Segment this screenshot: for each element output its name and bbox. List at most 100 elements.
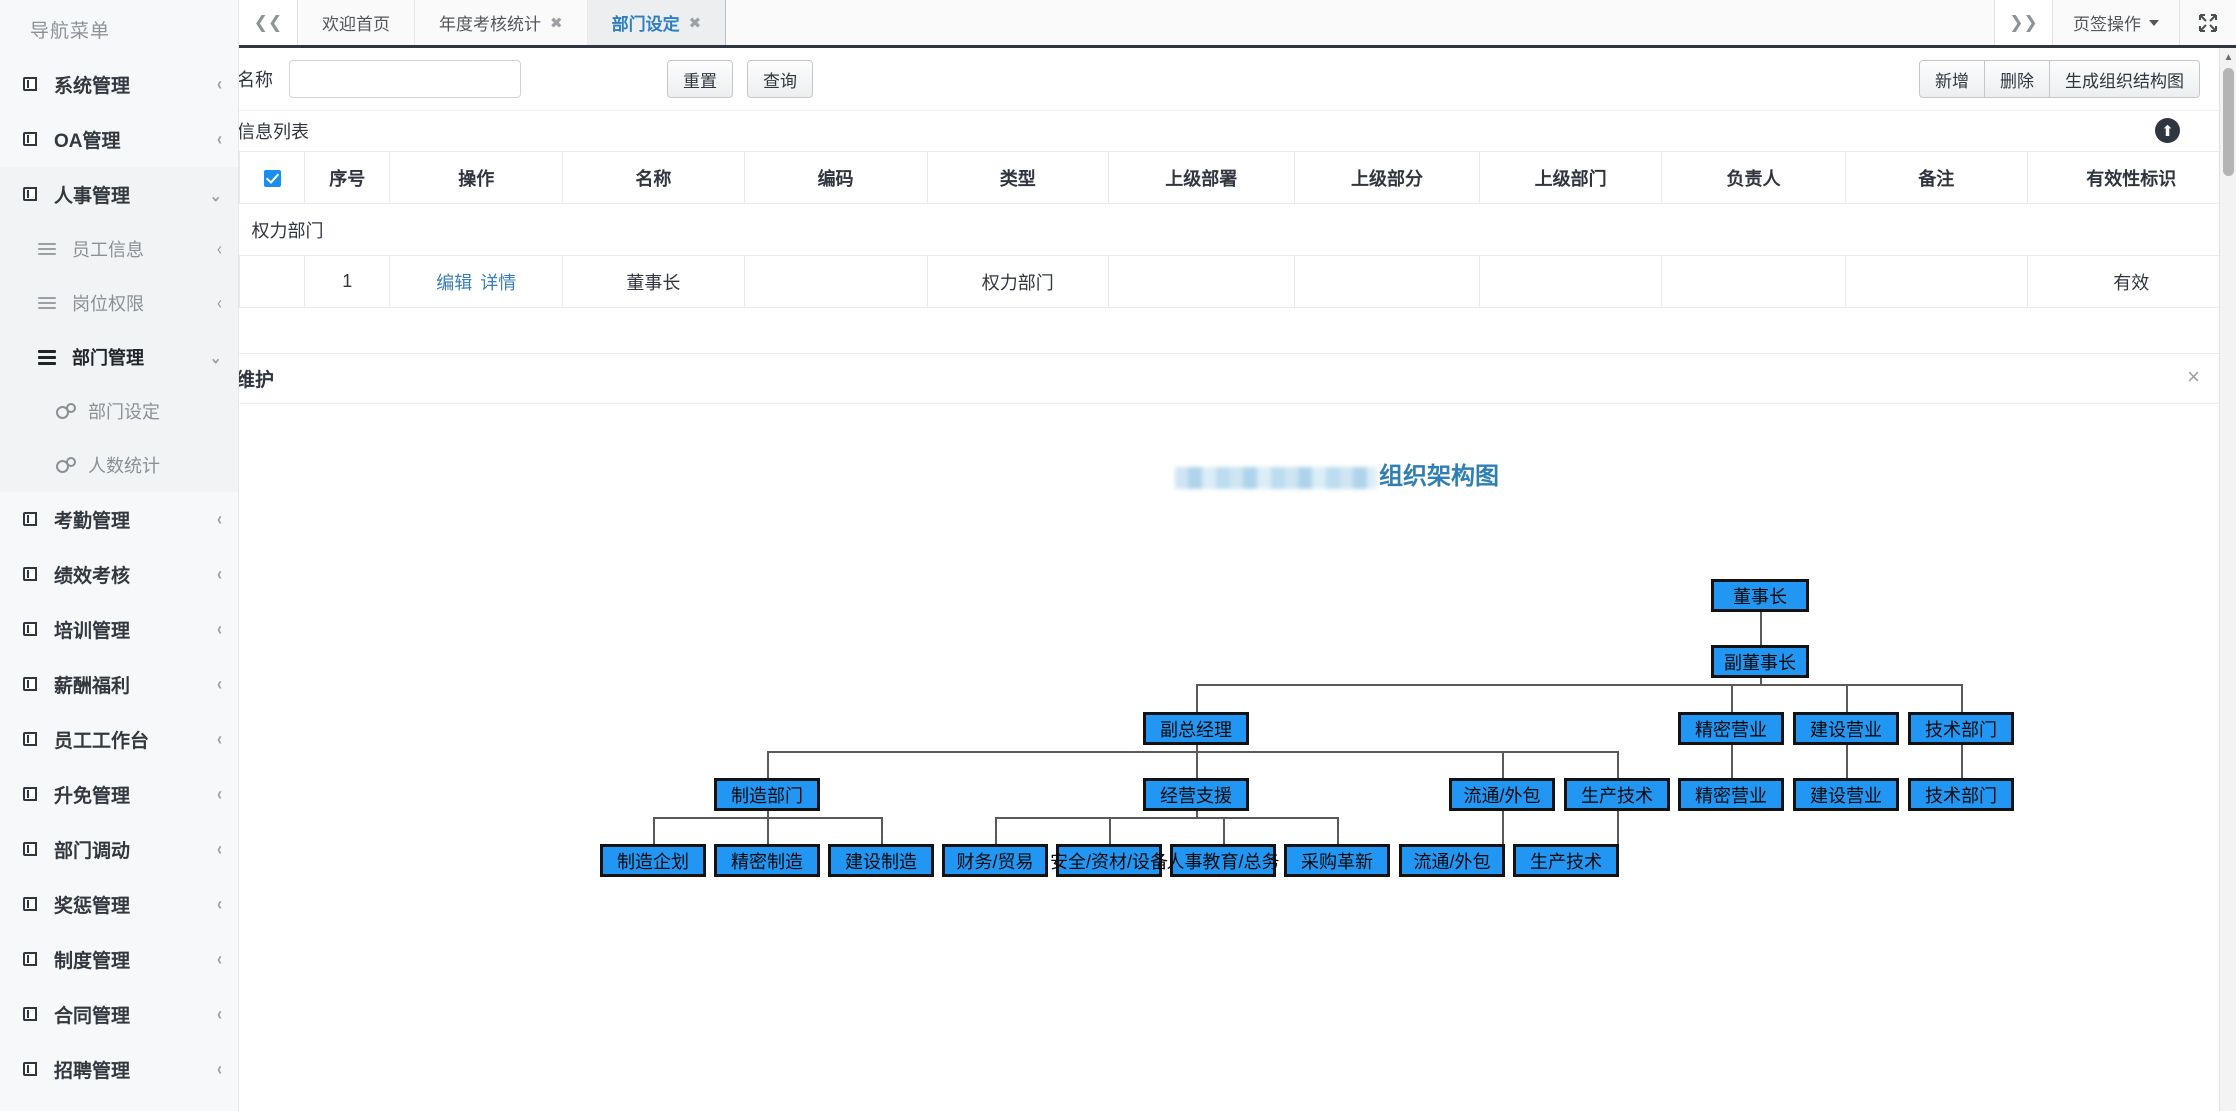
- reset-button[interactable]: 重置: [667, 60, 733, 98]
- connector-line: [653, 817, 655, 844]
- tab-annual-assessment-stats[interactable]: 年度考核统计 ✖: [415, 0, 588, 45]
- generate-org-chart-button[interactable]: 生成组织结构图: [2050, 60, 2200, 98]
- scrollbar-thumb[interactable]: [2223, 68, 2234, 176]
- sidebar-item-employee-workbench[interactable]: 员工工作台 ‹: [0, 712, 238, 767]
- org-node[interactable]: 生产技术: [1564, 778, 1670, 811]
- sidebar-item-hr-management[interactable]: 人事管理 ⌄: [0, 167, 238, 222]
- tab-operations-dropdown[interactable]: 页签操作: [2053, 0, 2180, 45]
- sidebar-item-system-management[interactable]: 系统管理 ‹: [0, 57, 238, 112]
- sidebar-item-reward-punishment[interactable]: 奖惩管理 ‹: [0, 877, 238, 932]
- scroll-up-button[interactable]: ▲: [2223, 51, 2234, 63]
- book-icon: [22, 896, 40, 913]
- row-checkbox-cell[interactable]: [239, 255, 306, 308]
- fullscreen-icon[interactable]: [2180, 0, 2236, 45]
- org-node[interactable]: 副总经理: [1143, 712, 1249, 745]
- chevron-down-icon: ⌄: [209, 184, 222, 206]
- org-node[interactable]: 建设营业: [1793, 778, 1899, 811]
- connector-line: [1760, 612, 1762, 645]
- sidebar-item-training-management[interactable]: 培训管理 ‹: [0, 602, 238, 657]
- org-node[interactable]: 采购革新: [1284, 844, 1390, 877]
- connector-line: [767, 817, 769, 844]
- org-node[interactable]: 制造部门: [714, 778, 820, 811]
- chevron-left-icon: ‹: [217, 728, 222, 751]
- tab-scroll-left-button[interactable]: ❮❮: [239, 0, 298, 45]
- cell-actions[interactable]: 编辑详情: [389, 255, 564, 308]
- column-header-name: 名称: [562, 151, 745, 204]
- org-node[interactable]: 建设营业: [1793, 712, 1899, 745]
- sidebar-item-performance-assessment[interactable]: 绩效考核 ‹: [0, 547, 238, 602]
- connector-line: [1223, 817, 1225, 844]
- org-node[interactable]: 安全/资材/设备: [1050, 844, 1168, 877]
- org-node[interactable]: 精密营业: [1678, 712, 1784, 745]
- sidebar-item-post-permission[interactable]: 岗位权限 ‹: [0, 276, 238, 330]
- org-node[interactable]: 生产技术: [1513, 844, 1619, 877]
- sidebar-item-attendance-management[interactable]: 考勤管理 ‹: [0, 492, 238, 547]
- select-all-header[interactable]: [239, 151, 306, 204]
- org-node[interactable]: 流通/外包: [1399, 844, 1505, 877]
- org-node[interactable]: 精密制造: [714, 844, 820, 877]
- column-header-valid-flag: 有效性标识: [2026, 151, 2236, 204]
- action-button-group: 新增 删除 生成组织结构图: [1919, 60, 2200, 98]
- org-node[interactable]: 技术部门: [1908, 712, 2014, 745]
- tab-scroll-right-button[interactable]: ❯❯: [1994, 0, 2053, 45]
- connector-line: [1196, 811, 1198, 817]
- query-button[interactable]: 查询: [747, 60, 813, 98]
- sidebar-item-recruitment-management[interactable]: 招聘管理 ‹: [0, 1042, 238, 1097]
- column-header-parent-part: 上级部分: [1293, 151, 1481, 204]
- org-node[interactable]: 技术部门: [1908, 778, 2014, 811]
- close-icon[interactable]: ✖: [550, 14, 563, 32]
- sidebar-item-oa-management[interactable]: OA管理 ‹: [0, 112, 238, 167]
- sidebar-item-department-management[interactable]: 部门管理 ⌄: [0, 330, 238, 384]
- org-node[interactable]: 董事长: [1711, 579, 1809, 612]
- book-icon: [22, 566, 40, 583]
- detail-link[interactable]: 详情: [480, 272, 517, 293]
- sidebar-title: 导航菜单: [30, 21, 111, 42]
- sidebar-item-promotion-management[interactable]: 升免管理 ‹: [0, 767, 238, 822]
- book-icon: [22, 511, 40, 528]
- org-node-label: 制造企划: [617, 851, 689, 872]
- modal-body: 组织架构图 董事长副董事长副总经理精密营业建设营业技术部门制造部门经营支援流通/…: [239, 404, 2236, 1111]
- org-node-label: 建设营业: [1810, 719, 1882, 740]
- tab-department-setup[interactable]: 部门设定 ✖: [587, 0, 727, 45]
- sidebar-item-department-setup[interactable]: 部门设定: [0, 384, 238, 438]
- connector-line: [1961, 745, 1963, 778]
- sidebar-item-compensation-benefits[interactable]: 薪酬福利 ‹: [0, 657, 238, 712]
- org-node[interactable]: 建设制造: [828, 844, 934, 877]
- sidebar-item-department-transfer[interactable]: 部门调动 ‹: [0, 822, 238, 877]
- close-icon[interactable]: ✖: [688, 14, 702, 32]
- org-node[interactable]: 经营支援: [1143, 778, 1249, 811]
- sidebar-item-employee-info[interactable]: 员工信息 ‹: [0, 222, 238, 276]
- delete-button[interactable]: 删除: [1985, 60, 2050, 98]
- org-node[interactable]: 财务/贸易: [942, 844, 1048, 877]
- sidebar-item-label: 奖惩管理: [54, 896, 131, 917]
- cell-owner: [1660, 255, 1847, 308]
- column-header-code: 编码: [743, 151, 928, 204]
- org-node[interactable]: 精密营业: [1678, 778, 1784, 811]
- close-icon[interactable]: ×: [2187, 364, 2200, 389]
- table-row[interactable]: 1 编辑详情 董事长 权力部门 有效: [239, 255, 2236, 308]
- group-label: 权力部门: [239, 203, 2236, 256]
- search-input[interactable]: [289, 60, 521, 98]
- connector-line: [767, 751, 769, 778]
- select-all-checkbox[interactable]: [263, 169, 281, 187]
- sidebar-item-headcount-stats[interactable]: 人数统计: [0, 438, 238, 492]
- org-node-label: 生产技术: [1581, 785, 1653, 806]
- org-node[interactable]: 流通/外包: [1449, 778, 1555, 811]
- org-node-label: 精密制造: [731, 851, 803, 872]
- sidebar-item-contract-management[interactable]: 合同管理 ‹: [0, 987, 238, 1042]
- chevron-left-icon: ‹: [217, 1003, 222, 1026]
- sidebar-item-label: 薪酬福利: [54, 676, 131, 697]
- upload-circle-icon[interactable]: ⬆: [2155, 118, 2180, 143]
- org-node-label: 采购革新: [1301, 851, 1373, 872]
- sidebar-item-label: 部门管理: [72, 348, 144, 368]
- edit-link[interactable]: 编辑: [436, 272, 473, 293]
- org-node[interactable]: 制造企划: [600, 844, 706, 877]
- vertical-scrollbar[interactable]: ▲: [2219, 48, 2236, 1111]
- org-node[interactable]: 人事教育/总务: [1167, 844, 1280, 877]
- sidebar-item-label: 培训管理: [54, 621, 131, 642]
- sidebar-item-policy-management[interactable]: 制度管理 ‹: [0, 932, 238, 987]
- org-node[interactable]: 副董事长: [1711, 645, 1809, 678]
- org-node-label: 安全/资材/设备: [1050, 851, 1169, 872]
- tab-welcome-home[interactable]: 欢迎首页: [298, 0, 415, 45]
- add-button[interactable]: 新增: [1919, 60, 1985, 98]
